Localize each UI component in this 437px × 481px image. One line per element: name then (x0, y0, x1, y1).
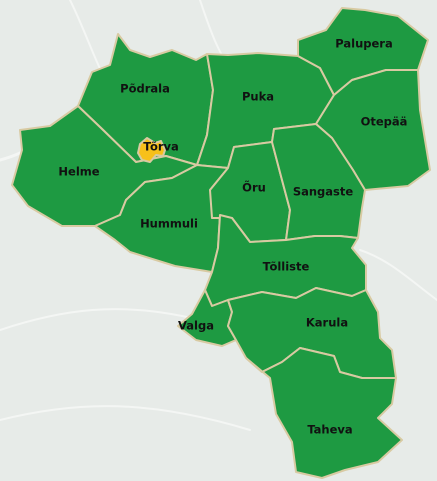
parish-region-sangaste[interactable] (271, 123, 366, 241)
parish-region-otepaa[interactable] (315, 69, 431, 191)
parish-region-taheva[interactable] (245, 347, 403, 479)
parish-region-torva[interactable] (137, 137, 166, 163)
parish-regions (11, 7, 431, 479)
